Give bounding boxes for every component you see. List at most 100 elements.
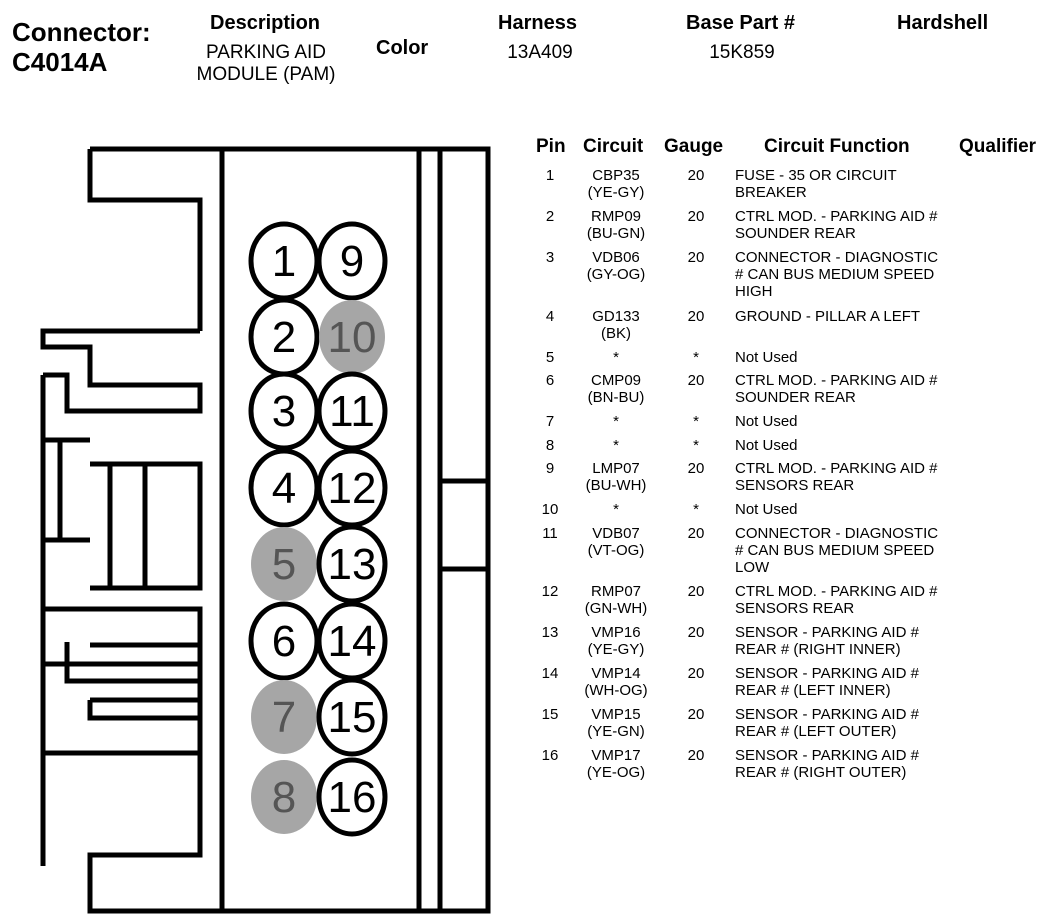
pin-cavity	[319, 300, 385, 374]
pin-number: 5	[272, 540, 296, 589]
pin-number: 11	[329, 387, 375, 436]
pin-number: 14	[328, 617, 377, 666]
circuit-id: VMP17	[591, 747, 641, 764]
gauge-cell: 20	[687, 624, 705, 641]
circuit-id: *	[613, 348, 619, 366]
description-value: PARKING AID MODULE (PAM)	[176, 42, 356, 86]
function-line: Not Used	[735, 501, 798, 518]
latch-outer	[40, 375, 90, 866]
pin-number-cell: 10	[541, 501, 559, 518]
pin-number: 12	[328, 464, 377, 513]
pin-number: 15	[328, 693, 377, 742]
circuit-id: VDB06	[592, 249, 640, 266]
gauge-cell: 20	[687, 460, 705, 477]
wire-color: (VT-OG)	[587, 541, 645, 559]
pin-number-cell: 14	[541, 665, 559, 682]
circuit-id: *	[613, 436, 619, 454]
function-line: CTRL MOD. - PARKING AID #	[735, 372, 938, 389]
pin-10: 10	[319, 300, 385, 374]
pin-5: 5	[251, 527, 317, 601]
pin-number-cell: 4	[545, 307, 555, 325]
circuit-cell: VDB07(VT-OG)	[570, 525, 662, 559]
circuit-function-cell: SENSOR - PARKING AID #REAR # (RIGHT OUTE…	[735, 747, 965, 781]
pin-7: 7	[251, 680, 317, 754]
pin-4: 4	[248, 448, 320, 528]
pin-number: 8	[272, 773, 296, 822]
circuit-id: VMP14	[591, 665, 641, 682]
circuit-function-cell: CTRL MOD. - PARKING AID #SOUNDER REAR	[735, 372, 965, 406]
function-line: SOUNDER REAR	[735, 389, 856, 406]
pin-number: 1	[272, 237, 296, 286]
gauge-cell: *	[693, 348, 699, 366]
gauge-cell: 20	[687, 249, 705, 266]
circuit-id: *	[613, 413, 619, 430]
wire-color: (GY-OG)	[586, 266, 646, 283]
header-circuit-function: Circuit Function	[764, 136, 910, 157]
pin-cavity	[251, 527, 317, 601]
connector-label: Connector:	[12, 17, 151, 47]
pin-number-cell: 15	[541, 706, 559, 723]
circuit-function-cell: CTRL MOD. - PARKING AID #SOUNDER REAR	[735, 208, 965, 242]
circuit-cell: VMP17(YE-OG)	[570, 747, 662, 781]
pin-number-cell: 12	[541, 583, 559, 600]
harness-value: 13A409	[507, 42, 573, 63]
pin-12: 12	[316, 448, 388, 528]
pin-number-cell: 11	[542, 524, 558, 542]
pin-number: 10	[328, 313, 377, 362]
circuit-cell: VMP14(WH-OG)	[570, 665, 662, 699]
function-line: Not Used	[735, 348, 798, 366]
right-rail-notch	[440, 478, 488, 572]
circuit-id: CMP09	[590, 372, 642, 389]
harness-label: Harness	[498, 12, 577, 34]
circuit-cell: *	[570, 501, 662, 518]
pin-cavity	[316, 221, 388, 301]
circuit-id: *	[613, 501, 619, 518]
function-line: CTRL MOD. - PARKING AID #	[735, 460, 938, 477]
function-line: SENSORS REAR	[735, 477, 855, 494]
pin-13: 13	[316, 524, 388, 604]
pin-cavity	[251, 680, 317, 754]
function-line: Not Used	[735, 436, 798, 454]
function-line: CTRL MOD. - PARKING AID #	[735, 208, 938, 225]
housing-lower-tab	[64, 642, 203, 684]
function-line: REAR # (RIGHT OUTER)	[735, 764, 907, 781]
pin-number-cell: 1	[545, 167, 555, 184]
connector-id: C4014A	[12, 47, 108, 77]
pin-number-cell: 16	[541, 747, 559, 764]
wire-color: (YE-GY)	[587, 641, 645, 658]
wire-color: (YE-GY)	[587, 184, 645, 201]
gauge-cell: 20	[687, 747, 705, 764]
circuit-id: LMP07	[592, 460, 640, 477]
header-pin: Pin	[536, 136, 566, 157]
pin-8: 8	[251, 760, 317, 834]
function-line: CONNECTOR - DIAGNOSTIC	[735, 249, 939, 266]
pin-6: 6	[248, 601, 320, 681]
circuit-function-cell: CONNECTOR - DIAGNOSTIC# CAN BUS MEDIUM S…	[735, 249, 965, 300]
function-line: Not Used	[735, 413, 798, 430]
pin-cavity	[316, 757, 388, 837]
function-line: CONNECTOR - DIAGNOSTIC	[735, 524, 939, 542]
circuit-function-cell: Not Used	[735, 437, 965, 454]
pin-14: 14	[316, 601, 388, 681]
circuit-cell: RMP09(BU-GN)	[570, 208, 662, 242]
circuit-id: VMP16	[591, 624, 641, 641]
housing-lower-step	[40, 697, 203, 756]
circuit-function-cell: SENSOR - PARKING AID #REAR # (RIGHT INNE…	[735, 624, 965, 658]
pin-number-cell: 3	[545, 249, 555, 266]
pin-number: 16	[328, 773, 377, 822]
pin-number-cell: 13	[541, 624, 559, 641]
color-label: Color	[376, 37, 429, 59]
circuit-cell: CMP09(BN-BU)	[570, 372, 662, 406]
header-circuit: Circuit	[583, 136, 644, 157]
circuit-cell: *	[570, 413, 662, 430]
wire-color: (GN-WH)	[584, 600, 648, 617]
pin-9: 9	[316, 221, 388, 301]
pin-number: 2	[272, 313, 296, 362]
pin-number: 3	[272, 387, 296, 436]
gauge-cell: 20	[687, 372, 705, 389]
hardshell-label: Hardshell	[897, 12, 989, 34]
wire-color: (YE-OG)	[586, 764, 646, 781]
circuit-cell: CBP35(YE-GY)	[570, 167, 662, 201]
pin-number-cell: 8	[545, 436, 555, 454]
